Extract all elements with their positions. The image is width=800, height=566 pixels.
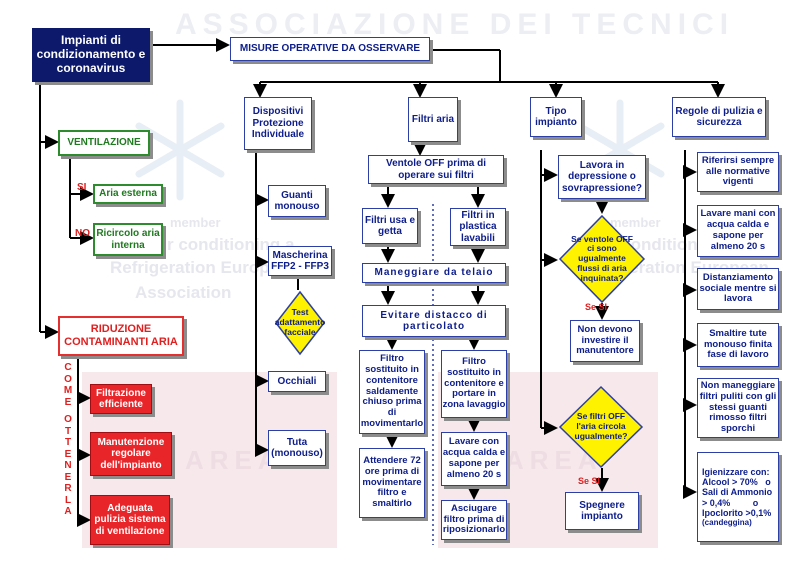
dpi-item-occhiali: Occhiali xyxy=(268,371,326,392)
filtri-left-step-1: Filtro sostituito in contenitore saldame… xyxy=(359,350,425,434)
snowflake-watermark-left xyxy=(135,99,225,201)
come-ottenerla-letter: O xyxy=(64,414,72,425)
regole-item-smaltire-tute: Smaltire tute monouso finita fase di lav… xyxy=(697,323,779,367)
maneggiare-telaio-box: Maneggiare da telaio xyxy=(362,263,506,283)
pulizia-sistema-box: Adeguata pulizia sistema di ventilazione xyxy=(90,495,170,545)
ventole-flussi-text: Se ventole OFF ci sono ugualmente flussi… xyxy=(571,233,633,283)
aria-esterna-box: Aria esterna xyxy=(93,184,163,204)
come-ottenerla-letter: L xyxy=(64,494,72,506)
come-ottenerla-letter: T xyxy=(64,425,72,437)
evitare-distacco-box: Evitare distacco di particolato xyxy=(362,305,506,337)
watermark-right-member: member xyxy=(610,215,661,230)
watermark-left-line1: Air conditioning a xyxy=(150,235,295,254)
filtri-right-step-2: Lavare con acqua calda e sapone per alme… xyxy=(441,432,507,486)
come-ottenerla-letter: M xyxy=(63,385,73,396)
watermark-member: member xyxy=(170,215,221,230)
igienizzare-line-1: Igienizzare con: xyxy=(702,466,770,477)
come-ottenerla-letter: N xyxy=(64,460,72,471)
come-ottenerla-letter: R xyxy=(64,483,72,494)
filtri-usa-getta-box: Filtri usa e getta xyxy=(362,208,418,244)
come-ottenerla-letter: A xyxy=(64,506,72,517)
ricircolo-box: Ricircolo aria interna xyxy=(93,223,163,256)
come-ottenerla-letter: E xyxy=(64,396,72,408)
regole-item-distanziamento: Distanziamento sociale mentre si lavora xyxy=(697,268,779,310)
test-adattamento-diamond xyxy=(275,290,325,356)
filtri-off-text: Se filtri OFF l'aria circola ugualmente? xyxy=(574,411,628,441)
label-no: NO xyxy=(75,228,90,239)
watermark-arc-text: ASSOCIAZIONE DEI TECNICI xyxy=(175,8,735,41)
come-ottenerla-letter: T xyxy=(64,437,72,448)
filtri-left-step-2: Attendere 72 ore prima di movimentare fi… xyxy=(359,448,425,518)
ventole-flussi-diamond xyxy=(558,214,646,304)
ventole-off-box: Ventole OFF prima di operare sui filtri xyxy=(368,155,504,184)
dpi-item-tuta: Tuta (monouso) xyxy=(268,430,326,466)
label-se-si-2: Se SI xyxy=(578,476,601,486)
filtri-right-step-3: Asciugare filtro prima di riposizionarlo xyxy=(441,500,507,540)
spegnere-impianto-box: Spegnere impianto xyxy=(565,492,639,530)
tipo-impianto-header-box: Tipo impianto xyxy=(530,97,582,137)
filtrazione-box: Filtrazione efficiente xyxy=(90,384,152,414)
watermark-left-line3: Association xyxy=(135,283,232,302)
igienizzare-line-4: > 0,4% o xyxy=(702,497,759,508)
test-adattamento-text: Test adattamento facciale xyxy=(274,307,326,337)
watermark-left-line2: Refrigeration Europ xyxy=(110,258,270,277)
dpi-item-mascherina: Mascherina FFP2 - FFP3 xyxy=(268,246,332,276)
riduzione-box: RIDUZIONE CONTAMINANTI ARIA xyxy=(58,316,184,356)
regole-item-lavare-mani: Lavare mani con acqua calda e sapone per… xyxy=(697,205,779,257)
regole-item-igienizzare: Igienizzare con: Alcool > 70% o Sali di … xyxy=(697,452,779,542)
dpi-header-box: Dispositivi Protezione Individuale xyxy=(244,97,312,150)
misure-operative-box: MISURE OPERATIVE DA OSSERVARE xyxy=(230,37,430,61)
label-si: SI xyxy=(77,182,87,193)
filtri-plastica-box: Filtri in plastica lavabili xyxy=(450,208,506,246)
filtri-off-diamond xyxy=(558,385,644,469)
manutenzione-box: Manutenzione regolare dell'impianto xyxy=(90,432,172,476)
come-ottenerla-letter: O xyxy=(64,373,72,385)
label-se-si-1: Se SI xyxy=(585,302,608,312)
igienizzare-candeggina: (candeggina) xyxy=(702,518,752,528)
come-ottenerla-letter: E xyxy=(64,448,72,460)
watermark-bottom-right: AREA xyxy=(505,445,603,475)
igienizzare-line-3: Sali di Ammonio xyxy=(702,487,773,498)
regole-header-box: Regole di pulizia e sicurezza xyxy=(672,97,766,137)
filtri-right-step-1: Filtro sostituito in contenitore e porta… xyxy=(441,350,507,418)
depressione-question-box: Lavora in depressione o sovrapressione? xyxy=(558,155,646,199)
regole-item-non-maneggiare: Non maneggiare filtri puliti con gli ste… xyxy=(697,378,779,438)
main-title-box: Impianti di condizionamento e coronaviru… xyxy=(32,28,150,82)
igienizzare-line-2: Alcool > 70% o xyxy=(702,476,771,487)
dpi-item-guanti: Guanti monouso xyxy=(268,185,326,217)
igienizzare-line-5: Ipoclorito >0,1% xyxy=(702,507,772,518)
regole-item-normative: Riferirsi sempre alle normative vigenti xyxy=(697,152,779,192)
come-ottenerla-letter: E xyxy=(64,471,72,483)
non-investire-box: Non devono investire il manutentore xyxy=(570,320,640,362)
come-ottenerla-letter: C xyxy=(64,362,72,373)
filtri-header-box: Filtri aria xyxy=(408,97,458,142)
ventilazione-box: VENTILAZIONE xyxy=(58,130,150,156)
